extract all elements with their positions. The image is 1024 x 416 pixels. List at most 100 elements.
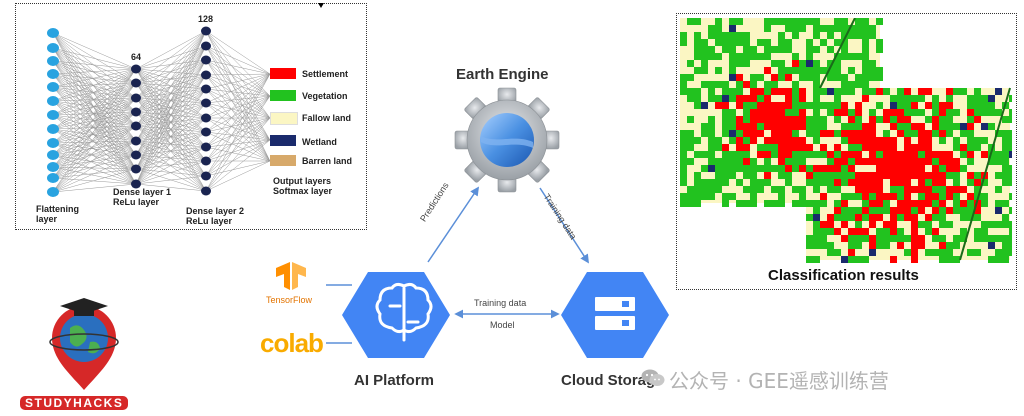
network-edge xyxy=(205,95,271,119)
map-pixel xyxy=(855,25,862,32)
map-pixel xyxy=(890,235,897,242)
map-pixel xyxy=(743,46,750,53)
map-pixel xyxy=(792,123,799,130)
map-pixel xyxy=(939,123,946,130)
network-edge xyxy=(135,30,207,84)
network-edge xyxy=(52,97,137,193)
map-pixel xyxy=(813,221,820,228)
map-pixel xyxy=(960,235,967,242)
map-pixel xyxy=(820,116,827,123)
map-pixel xyxy=(687,95,694,102)
map-pixel xyxy=(939,214,946,221)
map-pixel xyxy=(862,235,869,242)
map-pixel xyxy=(799,200,806,207)
map-pixel xyxy=(862,256,869,263)
map-pixel xyxy=(946,221,953,228)
map-pixel xyxy=(883,242,890,249)
map-pixel xyxy=(953,242,960,249)
map-pixel xyxy=(750,95,757,102)
map-pixel xyxy=(764,137,771,144)
map-pixel xyxy=(722,179,729,186)
map-pixel xyxy=(743,81,750,88)
studyhacks-logo-text: STUDYHACKS xyxy=(20,396,129,410)
network-edge xyxy=(205,160,271,177)
map-pixel xyxy=(813,95,820,102)
map-pixel xyxy=(841,137,848,144)
map-pixel xyxy=(918,151,925,158)
map-pixel xyxy=(701,123,708,130)
map-pixel xyxy=(792,81,799,88)
legend-swatch-fallow-land xyxy=(270,112,298,125)
map-pixel xyxy=(792,95,799,102)
map-pixel xyxy=(799,109,806,116)
network-edge xyxy=(52,183,137,193)
map-pixel xyxy=(897,235,904,242)
map-pixel xyxy=(932,102,939,109)
map-pixel xyxy=(757,95,764,102)
map-pixel xyxy=(841,109,848,116)
map-pixel xyxy=(890,165,897,172)
map-pixel xyxy=(855,151,862,158)
map-pixel xyxy=(778,67,785,74)
network-edge xyxy=(135,59,207,185)
map-pixel xyxy=(946,95,953,102)
map-pixel xyxy=(722,158,729,165)
map-pixel xyxy=(869,249,876,256)
map-pixel xyxy=(750,186,757,193)
map-pixel xyxy=(1002,256,1009,263)
map-pixel xyxy=(771,186,778,193)
map-pixel xyxy=(736,165,743,172)
map-pixel xyxy=(813,151,820,158)
map-pixel xyxy=(694,186,701,193)
tensorflow-label: TensorFlow xyxy=(266,295,313,305)
map-pixel xyxy=(778,200,785,207)
colab-logo-text: colab xyxy=(260,328,324,358)
map-pixel xyxy=(848,67,855,74)
map-pixel xyxy=(925,214,932,221)
map-pixel xyxy=(701,179,708,186)
map-pixel xyxy=(862,39,869,46)
map-pixel xyxy=(729,123,736,130)
map-pixel xyxy=(813,130,820,137)
network-edge xyxy=(205,95,271,162)
network-edge xyxy=(52,60,137,185)
map-pixel xyxy=(841,123,848,130)
neuron-node xyxy=(201,186,211,196)
map-pixel xyxy=(890,256,897,263)
map-pixel xyxy=(918,207,925,214)
map-pixel xyxy=(806,165,813,172)
map-pixel xyxy=(799,116,806,123)
map-pixel xyxy=(904,123,911,130)
map-pixel xyxy=(848,116,855,123)
map-pixel xyxy=(904,130,911,137)
map-pixel xyxy=(799,18,806,25)
map-pixel xyxy=(771,144,778,151)
map-pixel xyxy=(820,193,827,200)
map-pixel xyxy=(743,144,750,151)
map-pixel xyxy=(708,123,715,130)
map-pixel xyxy=(918,186,925,193)
map-pixel xyxy=(918,88,925,95)
map-pixel xyxy=(701,53,708,60)
map-pixel xyxy=(792,32,799,39)
map-pixel xyxy=(932,158,939,165)
map-pixel xyxy=(736,81,743,88)
map-pixel xyxy=(911,123,918,130)
map-pixel xyxy=(981,151,988,158)
network-edge xyxy=(52,47,137,70)
map-pixel xyxy=(841,200,848,207)
map-pixel xyxy=(834,158,841,165)
map-pixel xyxy=(967,172,974,179)
map-pixel xyxy=(701,193,708,200)
network-edge xyxy=(52,68,137,144)
map-pixel xyxy=(694,172,701,179)
map-pixel xyxy=(1009,193,1012,200)
map-pixel xyxy=(687,60,694,67)
dense-layer-2-label: Dense layer 2 ReLu layer xyxy=(186,206,245,226)
map-pixel xyxy=(932,186,939,193)
map-pixel xyxy=(869,67,876,74)
map-pixel xyxy=(988,256,995,263)
map-pixel xyxy=(946,256,953,263)
map-pixel xyxy=(722,32,729,39)
map-pixel xyxy=(869,25,876,32)
